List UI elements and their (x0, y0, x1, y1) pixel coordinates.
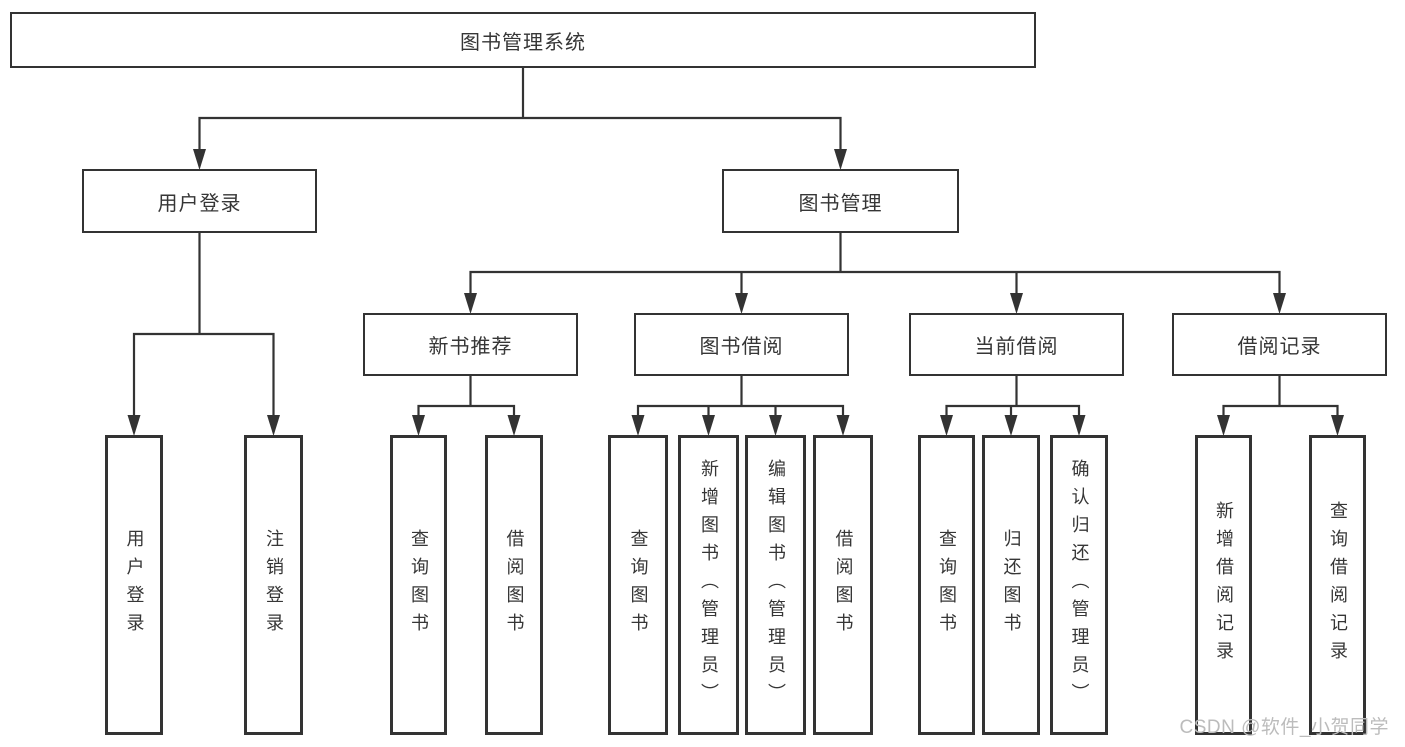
node-br-add: 新增借阅记录 (1195, 435, 1252, 735)
node-book-borrow: 图书借阅 (634, 313, 849, 376)
node-login: 用户登录 (105, 435, 163, 735)
arrowhead-icon (702, 415, 715, 436)
connector-new-book-rec (412, 376, 521, 436)
arrowhead-icon (193, 149, 206, 170)
node-label: 归还图书 (1001, 529, 1022, 641)
connector-user-login (127, 233, 280, 436)
node-book-mgmt: 图书管理 (722, 169, 959, 233)
arrowhead-icon (940, 415, 953, 436)
node-label: 图书借阅 (699, 336, 784, 358)
node-root: 图书管理系统 (10, 12, 1036, 68)
node-bb-query: 查询图书 (608, 435, 668, 735)
connector-borrow-records (1217, 376, 1344, 436)
arrowhead-icon (1217, 415, 1230, 436)
connector-root (193, 68, 847, 170)
node-label: 借阅记录 (1237, 336, 1322, 358)
arrowhead-icon (1072, 415, 1086, 436)
node-label: 确认归还（管理员） (1069, 459, 1090, 711)
node-borrow-records: 借阅记录 (1172, 313, 1387, 376)
node-bb-add: 新增图书（管理员） (678, 435, 739, 735)
node-new-book-rec: 新书推荐 (363, 313, 578, 376)
node-rec-borrow: 借阅图书 (485, 435, 543, 735)
watermark: CSDN @软件_小贺同学 (1179, 717, 1389, 738)
node-label: 新书推荐 (428, 336, 513, 358)
node-br-query: 查询借阅记录 (1309, 435, 1366, 735)
node-label: 查询借阅记录 (1327, 501, 1348, 669)
node-label: 注销登录 (263, 529, 284, 641)
node-cb-return: 归还图书 (982, 435, 1040, 735)
node-label: 图书管理 (798, 192, 883, 215)
arrowhead-icon (836, 415, 850, 436)
connector-current-borrow (940, 376, 1086, 436)
arrowhead-icon (631, 415, 645, 436)
node-label: 新增借阅记录 (1213, 501, 1234, 669)
node-label: 查询图书 (628, 529, 649, 641)
arrowhead-icon (1331, 415, 1344, 436)
node-label: 借阅图书 (504, 529, 525, 641)
node-cb-query: 查询图书 (918, 435, 975, 735)
node-logout: 注销登录 (244, 435, 303, 735)
arrowhead-icon (769, 415, 782, 436)
arrowhead-icon (735, 293, 748, 314)
arrowhead-icon (267, 415, 280, 436)
node-label: 当前借阅 (974, 336, 1059, 358)
arrowhead-icon (412, 415, 425, 436)
node-label: 用户登录 (157, 192, 242, 215)
node-bb-borrow: 借阅图书 (813, 435, 873, 735)
node-user-login: 用户登录 (82, 169, 317, 233)
node-label: 新增图书（管理员） (698, 459, 719, 711)
arrowhead-icon (1010, 293, 1023, 314)
node-label: 用户登录 (124, 529, 145, 641)
node-label: 借阅图书 (833, 529, 854, 641)
node-label: 图书管理系统 (460, 31, 586, 54)
arrowhead-icon (464, 293, 477, 314)
arrowhead-icon (1273, 293, 1286, 314)
arrowhead-icon (834, 149, 847, 170)
node-cb-confirm: 确认归还（管理员） (1050, 435, 1108, 735)
arrowhead-icon (507, 415, 521, 436)
node-label: 编辑图书（管理员） (765, 459, 786, 711)
connector-book-mgmt (464, 233, 1286, 314)
arrowhead-icon (127, 415, 141, 436)
node-current-borrow: 当前借阅 (909, 313, 1124, 376)
node-rec-query: 查询图书 (390, 435, 447, 735)
connector-book-borrow (631, 376, 850, 436)
node-label: 查询图书 (936, 529, 957, 641)
node-bb-edit: 编辑图书（管理员） (745, 435, 806, 735)
node-label: 查询图书 (408, 529, 429, 641)
arrowhead-icon (1004, 415, 1018, 436)
